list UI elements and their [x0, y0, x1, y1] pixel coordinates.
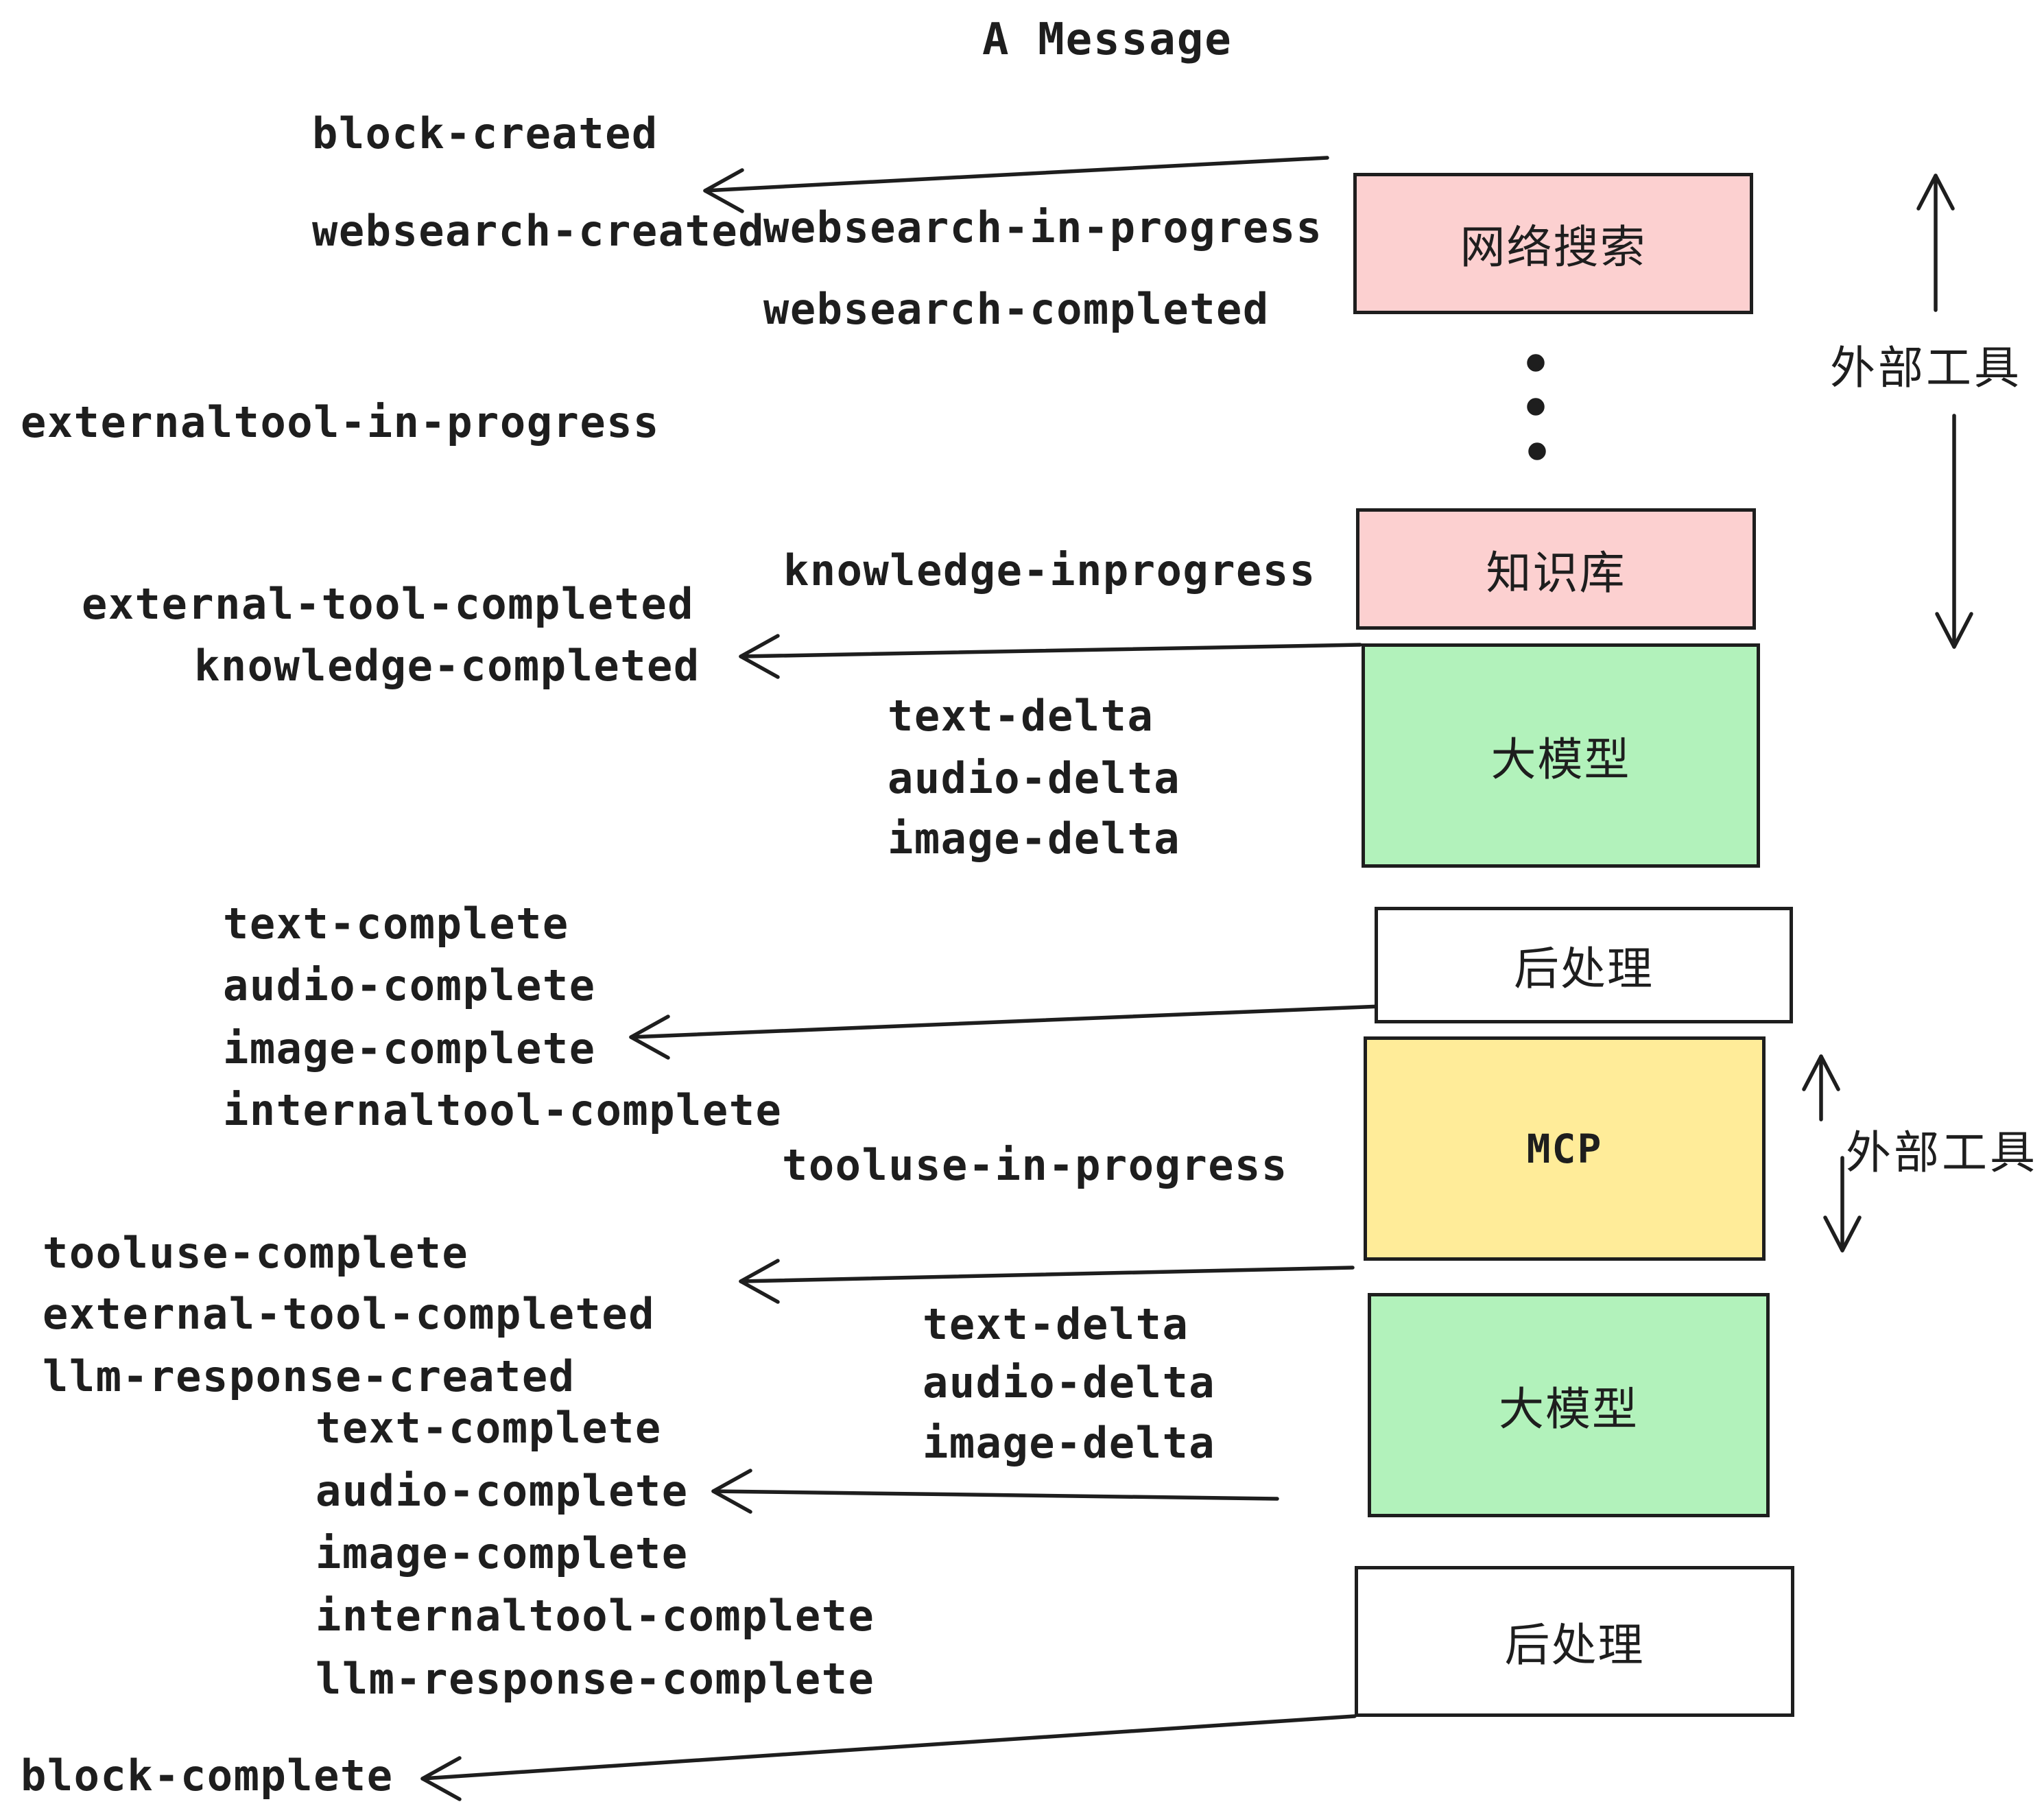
arrow-to-audio-complete-head	[711, 1469, 752, 1514]
event-knowledge-inprogress: knowledge-inprogress	[783, 545, 1316, 596]
arrow-to-tooluse-complete-head	[739, 1259, 780, 1304]
label-external-tools-2: 外部工具	[1846, 1127, 2038, 1178]
arrow-to-image-complete	[629, 1004, 1383, 1039]
box-knowledge: 知识库	[1356, 508, 1756, 630]
label-external-tools-1: 外部工具	[1830, 342, 2022, 393]
event-internaltool-complete-2: internaltool-complete	[316, 1591, 875, 1641]
event-block-created: block-created	[312, 108, 658, 159]
event-externaltool-in-progress: externaltool-in-progress	[21, 397, 660, 448]
arrow-external-tools-up-1-head	[1916, 174, 1955, 211]
event-text-delta-2: text-delta	[923, 1299, 1189, 1350]
box-websearch: 网络搜索	[1353, 173, 1753, 314]
arrow-external-tools-up-2-head	[1802, 1054, 1840, 1091]
event-external-tool-completed-2: external-tool-completed	[43, 1289, 656, 1340]
event-websearch-created: websearch-created	[312, 206, 765, 257]
event-llm-response-created: llm-response-created	[43, 1351, 575, 1402]
arrow-to-block-complete-head	[420, 1756, 462, 1801]
event-llm-response-complete: llm-response-complete	[316, 1654, 875, 1705]
event-knowledge-completed: knowledge-completed	[194, 641, 700, 691]
arrow-to-tooluse-complete	[739, 1266, 1355, 1283]
arrow-to-knowledge-completed	[739, 643, 1362, 658]
arrow-external-tools-down-2-head	[1823, 1215, 1862, 1253]
event-image-complete-1: image-complete	[223, 1023, 596, 1074]
ellipsis-dot	[1528, 442, 1546, 460]
arrow-to-knowledge-completed-head	[739, 634, 780, 679]
arrow-external-tools-down-1-head	[1935, 612, 1973, 649]
box-mcp-label: MCP	[1526, 1125, 1603, 1172]
event-external-tool-completed-1: external-tool-completed	[82, 579, 695, 630]
box-knowledge-label: 知识库	[1486, 547, 1626, 598]
event-image-complete-2: image-complete	[316, 1528, 689, 1579]
event-audio-delta-1: audio-delta	[888, 753, 1181, 804]
box-websearch-label: 网络搜索	[1460, 222, 1647, 272]
event-text-complete-1: text-complete	[223, 899, 569, 949]
box-llm-1-label: 大模型	[1490, 733, 1631, 785]
arrow-to-block-created	[703, 156, 1329, 193]
ellipsis-dot	[1527, 354, 1545, 372]
event-audio-complete-1: audio-complete	[223, 960, 596, 1011]
box-mcp: MCP	[1364, 1036, 1766, 1261]
box-postprocess-2-label: 后处理	[1504, 1619, 1645, 1670]
arrow-to-block-complete	[420, 1714, 1357, 1781]
event-audio-delta-2: audio-delta	[923, 1357, 1216, 1408]
box-llm-1: 大模型	[1362, 643, 1760, 868]
event-websearch-in-progress: websearch-in-progress	[763, 202, 1323, 253]
event-image-delta-1: image-delta	[888, 814, 1181, 864]
event-tooluse-in-progress: tooluse-in-progress	[782, 1140, 1288, 1191]
arrow-to-block-created-head	[703, 168, 744, 213]
diagram-title: A Message	[982, 14, 1233, 65]
box-postprocess-1: 后处理	[1375, 907, 1793, 1023]
event-text-delta-1: text-delta	[888, 691, 1154, 741]
event-tooluse-complete: tooluse-complete	[43, 1228, 469, 1279]
arrow-to-audio-complete	[711, 1489, 1279, 1501]
ellipsis-dot	[1527, 398, 1545, 416]
event-text-complete-2: text-complete	[316, 1403, 662, 1453]
event-block-complete: block-complete	[21, 1750, 394, 1801]
box-llm-2-label: 大模型	[1499, 1383, 1639, 1434]
event-audio-complete-2: audio-complete	[316, 1466, 689, 1517]
arrow-to-image-complete-head	[629, 1014, 670, 1060]
event-websearch-completed: websearch-completed	[763, 284, 1270, 335]
box-llm-2: 大模型	[1368, 1293, 1770, 1517]
box-postprocess-1-label: 后处理	[1514, 943, 1654, 994]
event-image-delta-2: image-delta	[923, 1418, 1216, 1469]
box-postprocess-2: 后处理	[1355, 1566, 1794, 1717]
event-internaltool-complete-1: internaltool-complete	[223, 1085, 783, 1136]
